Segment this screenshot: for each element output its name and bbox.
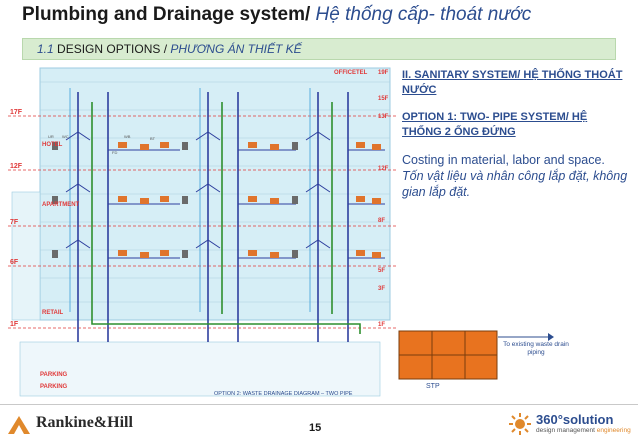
floor-label-12f: 12F	[10, 163, 23, 170]
title-vietnamese: Hệ thống cấp- thoát nước	[310, 4, 532, 25]
room-label-fd: FD	[112, 150, 117, 155]
section-label-english: DESIGN OPTIONS /	[57, 42, 168, 56]
building-basement	[19, 341, 381, 397]
notes-heading-option: OPTION 1: TWO- PIPE SYSTEM/ HỆ THỐNG 2 Ố…	[402, 111, 588, 138]
zone-label-retail: RETAIL	[42, 310, 64, 316]
tagline-engineering: engineering	[596, 427, 631, 434]
360-solution-logo: 360°solution design management engineeri…	[508, 408, 631, 440]
title-english: Plumbing and Drainage system/	[22, 4, 311, 25]
vent-stacks	[69, 88, 311, 312]
rankine-hill-name: Rankine&Hill	[36, 414, 133, 431]
zone-label-officetel: OFFICETEL	[334, 70, 368, 76]
stp-label: STP	[426, 383, 440, 390]
floor-label-1f: 1F	[10, 321, 19, 328]
zone-label-apartment: APARTMENT	[42, 202, 80, 208]
soil-stacks	[91, 102, 361, 334]
room-label-wc: WC	[62, 134, 69, 139]
section-subheader: 1.1 DESIGN OPTIONS / PHƯƠNG ÁN THIẾT KẾ	[22, 38, 616, 60]
right-floor-label-1f: 1F	[378, 322, 385, 328]
branch-connections	[65, 131, 331, 249]
notes-body: Costing in material, labor and space. Tố…	[402, 152, 628, 200]
floor-label-6f: 6F	[10, 259, 19, 266]
notes-body-english: Costing in material, labor and space.	[402, 153, 605, 167]
notes-panel: II. SANITARY SYSTEM/ HỆ THỐNG THOÁT NƯỚC…	[402, 68, 628, 200]
drainage-diagram: UR WC WB BT FD 17F 12F 7F 6F 1F 19F 15F …	[8, 67, 396, 397]
sanitary-fixtures	[118, 142, 381, 258]
right-floor-label-12f: 12F	[378, 166, 389, 172]
zone-label-hotel: HOTEL	[42, 142, 63, 148]
notes-body-vietnamese: Tốn vật liệu và nhân công lắp đặt, không…	[402, 169, 628, 199]
footer-divider	[0, 404, 638, 405]
rankine-hill-mark-icon	[8, 416, 30, 434]
building-podium	[11, 191, 41, 321]
zone-label-parking-1: PARKING	[40, 372, 68, 378]
right-floor-label-13f: 13F	[378, 114, 389, 120]
right-floor-label-15f: 15F	[378, 96, 389, 102]
waste-stacks	[77, 92, 349, 342]
tagline-design-management: design management	[536, 427, 597, 434]
floor-label-7f: 7F	[10, 219, 19, 226]
to-existing-drain-label: To existing waste drain piping	[503, 341, 569, 356]
page-number: 15	[309, 422, 322, 434]
diagram-caption: OPTION 2: WASTE DRAINAGE DIAGRAM – TWO P…	[214, 391, 353, 397]
notes-heading-sanitary: II. SANITARY SYSTEM/ HỆ THỐNG THOÁT NƯỚC	[402, 69, 623, 96]
stp-tank	[398, 330, 498, 380]
360-solution-brand: 360°solution	[536, 412, 614, 427]
room-label-ur: UR	[48, 134, 54, 139]
360-solution-tagline: design management engineering	[536, 427, 631, 435]
zone-label-parking-2: PARKING	[40, 384, 68, 390]
toilet-fixtures	[52, 142, 298, 258]
section-label-vietnamese: PHƯƠNG ÁN THIẾT KẾ	[167, 42, 302, 56]
section-number: 1.1	[37, 42, 54, 56]
floor-label-17f: 17F	[10, 109, 23, 116]
room-label-bt: BT	[150, 136, 156, 141]
right-floor-label-3f: 3F	[378, 286, 385, 292]
rankine-hill-logo: Rankine&Hill	[6, 408, 133, 438]
right-floor-label-5f: 5F	[378, 268, 385, 274]
room-label-wb: WB	[124, 134, 131, 139]
outlet-arrow	[498, 333, 554, 341]
right-floor-label-19f: 19F	[378, 70, 389, 76]
right-floor-label-8f: 8F	[378, 218, 385, 224]
page-title: Plumbing and Drainage system/ Hệ thống c…	[22, 4, 531, 26]
sun-icon	[509, 413, 531, 435]
